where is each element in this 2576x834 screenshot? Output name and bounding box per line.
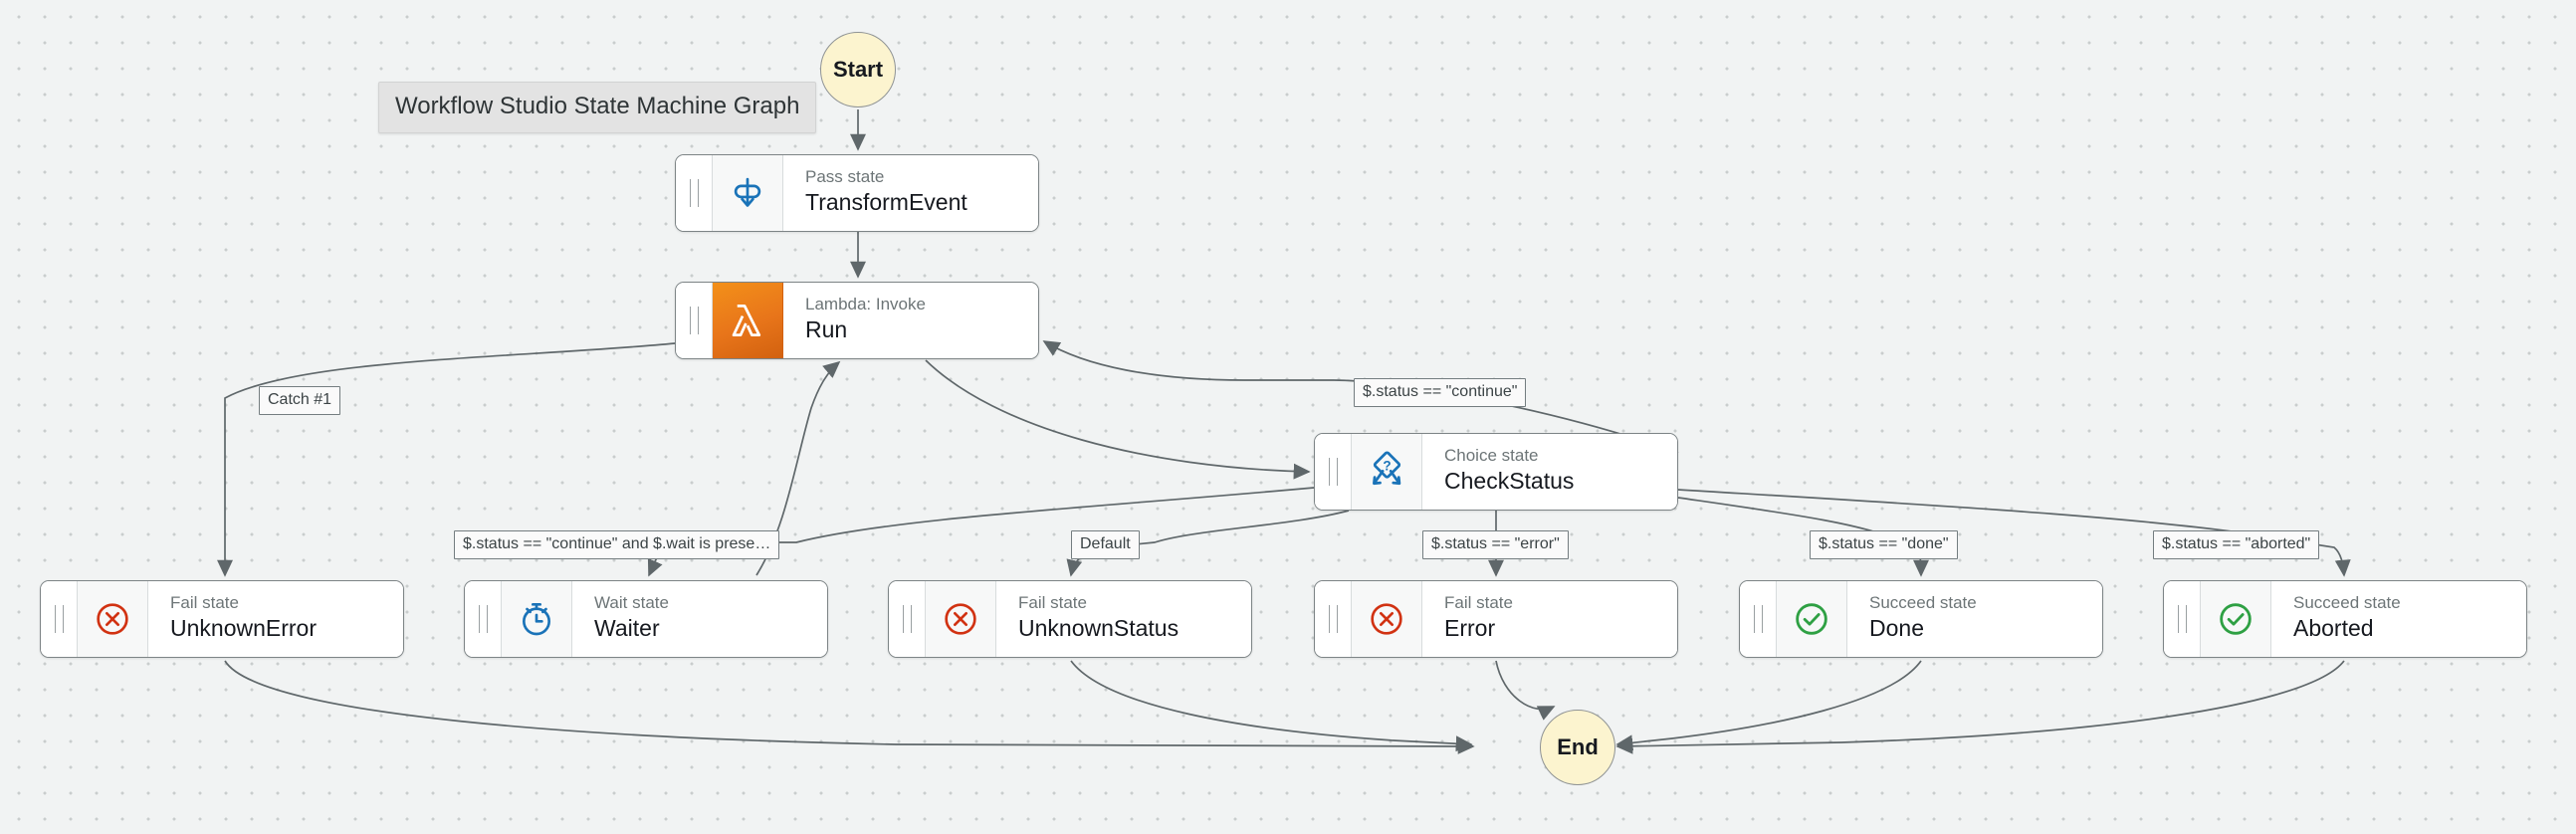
edge-label-continue-wait[interactable]: $.status == "continue" and $.wait is pre… [454,530,780,559]
node-subtitle: Fail state [1444,593,1513,612]
state-node-unknown-error[interactable]: Fail state UnknownError [40,580,404,658]
fail-icon [926,581,996,657]
drag-handle-icon[interactable] [1315,434,1352,510]
node-name: Waiter [594,615,660,641]
node-labels: Pass state TransformEvent [783,155,1038,231]
edge-label-catch-1[interactable]: Catch #1 [259,386,341,415]
node-labels: Fail state Error [1422,581,1677,657]
svg-text:?: ? [1383,459,1391,474]
edge-label-status-error[interactable]: $.status == "error" [1422,530,1569,559]
state-node-error[interactable]: Fail state Error [1314,580,1678,658]
start-node[interactable]: Start [820,32,896,107]
drag-handle-icon[interactable] [676,283,713,358]
drag-handle-icon[interactable] [2164,581,2201,657]
state-node-check-status[interactable]: ? Choice state CheckStatus [1314,433,1678,511]
node-subtitle: Choice state [1444,446,1539,465]
edge-label-status-aborted[interactable]: $.status == "aborted" [2153,530,2320,559]
node-subtitle: Fail state [1018,593,1087,612]
node-labels: Fail state UnknownError [148,581,403,657]
node-labels: Wait state Waiter [572,581,827,657]
edge-label-status-continue[interactable]: $.status == "continue" [1354,378,1527,407]
node-name: Done [1869,615,1924,641]
drag-handle-icon[interactable] [1315,581,1352,657]
edge-label-default[interactable]: Default [1071,530,1140,559]
graph-title-chip: Workflow Studio State Machine Graph [378,82,817,133]
edge-unknownstatus-end [1070,660,1473,752]
end-node[interactable]: End [1540,710,1615,785]
start-node-label: Start [832,57,884,82]
state-node-waiter[interactable]: Wait state Waiter [464,580,828,658]
choice-icon: ? [1352,434,1422,510]
drag-handle-icon[interactable] [1740,581,1777,657]
node-name: Aborted [2293,615,2374,641]
node-name: CheckStatus [1444,468,1575,494]
edge-aborted-end [1615,660,2345,754]
node-labels: Succeed state Done [1847,581,2102,657]
node-name: Error [1444,615,1496,641]
node-name: TransformEvent [805,189,967,215]
edge-label-status-done[interactable]: $.status == "done" [1810,530,1958,559]
state-node-transform-event[interactable]: Pass state TransformEvent [675,154,1039,232]
edge-run-checkstatus [925,359,1311,480]
node-labels: Choice state CheckStatus [1422,434,1677,510]
node-name: UnknownStatus [1018,615,1180,641]
lambda-icon [713,283,783,358]
node-labels: Lambda: Invoke Run [783,283,1038,358]
drag-handle-icon[interactable] [676,155,713,231]
edge-unknownerror-end [224,660,1475,754]
node-name: UnknownError [170,615,317,641]
state-node-aborted[interactable]: Succeed state Aborted [2163,580,2527,658]
drag-handle-icon[interactable] [465,581,502,657]
node-labels: Fail state UnknownStatus [996,581,1251,657]
node-subtitle: Fail state [170,593,239,612]
succeed-icon [2201,581,2271,657]
fail-icon [78,581,148,657]
state-node-unknown-status[interactable]: Fail state UnknownStatus [888,580,1252,658]
node-subtitle: Pass state [805,167,885,186]
edge-done-end [1615,660,1922,751]
node-subtitle: Succeed state [2293,593,2401,612]
node-labels: Succeed state Aborted [2271,581,2526,657]
node-subtitle: Succeed state [1869,593,1977,612]
node-name: Run [805,316,848,342]
edge-error-end [1495,660,1556,721]
fail-icon [1352,581,1422,657]
state-node-run[interactable]: Lambda: Invoke Run [675,282,1039,359]
drag-handle-icon[interactable] [889,581,926,657]
wait-icon [502,581,572,657]
drag-handle-icon[interactable] [41,581,78,657]
state-node-done[interactable]: Succeed state Done [1739,580,2103,658]
node-subtitle: Lambda: Invoke [805,295,926,313]
node-subtitle: Wait state [594,593,669,612]
end-node-label: End [1557,734,1599,759]
succeed-icon [1777,581,1847,657]
pass-icon [713,155,783,231]
